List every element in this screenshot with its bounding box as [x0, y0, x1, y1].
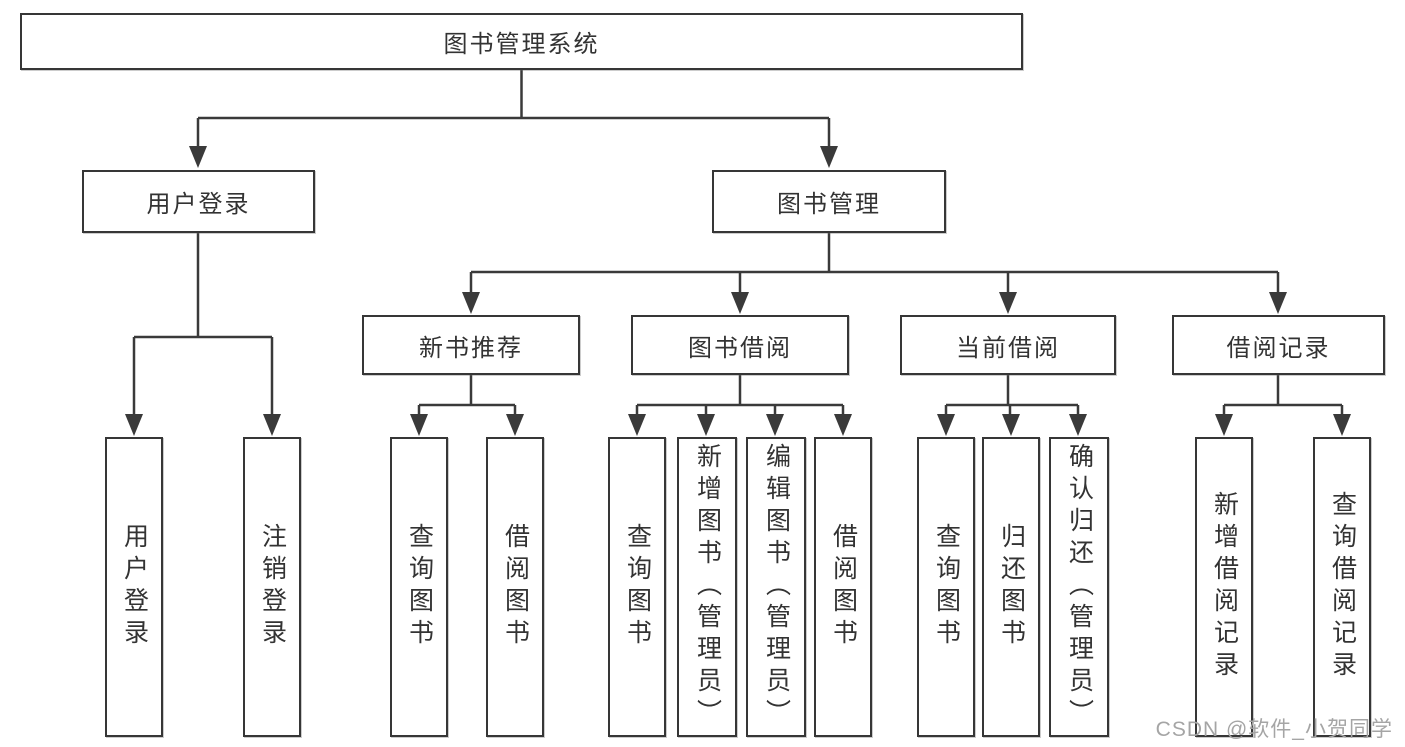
edges-borrow-records: [1215, 375, 1351, 436]
node-borrow-records-label: 借阅记录: [1226, 334, 1331, 362]
node-add-book: 新增图书（管理员）: [677, 437, 737, 737]
node-query-book-1-label: 查询图书: [405, 523, 434, 651]
node-root-label: 图书管理系统: [443, 31, 600, 58]
node-add-borrow-record-label: 新增借阅记录: [1210, 491, 1239, 683]
node-edit-book: 编辑图书（管理员）: [746, 437, 806, 737]
node-book-mgmt: 图书管理: [712, 170, 946, 233]
node-edit-book-label: 编辑图书（管理员）: [762, 443, 791, 731]
edges-user-login: [125, 233, 281, 436]
node-book-mgmt-label: 图书管理: [777, 191, 881, 218]
node-borrow-book-2: 借阅图书: [814, 437, 872, 737]
node-user-login: 用户登录: [82, 170, 315, 233]
node-new-book-rec-label: 新书推荐: [419, 334, 523, 362]
node-logout-leaf-label: 注销登录: [258, 523, 287, 651]
edges-root: [189, 70, 838, 168]
node-new-book-rec: 新书推荐: [362, 315, 580, 375]
node-current-borrow: 当前借阅: [900, 315, 1116, 375]
node-book-borrow-label: 图书借阅: [688, 334, 792, 362]
node-query-book-3-label: 查询图书: [932, 523, 961, 651]
edges-current-borrow: [937, 375, 1087, 436]
node-user-login-label: 用户登录: [146, 191, 251, 218]
edges-book-mgmt: [462, 233, 1287, 314]
edges-new-book-rec: [410, 375, 524, 436]
node-query-borrow-record-label: 查询借阅记录: [1328, 491, 1357, 683]
node-confirm-return: 确认归还（管理员）: [1049, 437, 1109, 737]
node-borrow-book-1-label: 借阅图书: [501, 523, 530, 651]
node-root: 图书管理系统: [20, 13, 1023, 70]
node-query-book-2: 查询图书: [608, 437, 666, 737]
node-book-borrow: 图书借阅: [631, 315, 849, 375]
edges-book-borrow: [628, 375, 852, 436]
node-query-book-2-label: 查询图书: [623, 523, 652, 651]
node-return-book: 归还图书: [982, 437, 1040, 737]
node-query-book-1: 查询图书: [390, 437, 448, 737]
csdn-watermark: CSDN @软件_小贺同学: [1155, 718, 1393, 741]
node-confirm-return-label: 确认归还（管理员）: [1065, 443, 1094, 731]
node-logout-leaf: 注销登录: [243, 437, 301, 737]
node-user-login-leaf: 用户登录: [105, 437, 163, 737]
node-add-book-label: 新增图书（管理员）: [693, 443, 722, 731]
node-return-book-label: 归还图书: [997, 523, 1026, 651]
node-query-book-3: 查询图书: [917, 437, 975, 737]
node-borrow-book-2-label: 借阅图书: [829, 523, 858, 651]
node-current-borrow-label: 当前借阅: [956, 334, 1060, 362]
node-borrow-records: 借阅记录: [1172, 315, 1385, 375]
node-borrow-book-1: 借阅图书: [486, 437, 544, 737]
node-user-login-leaf-label: 用户登录: [120, 523, 149, 651]
node-add-borrow-record: 新增借阅记录: [1195, 437, 1253, 737]
node-query-borrow-record: 查询借阅记录: [1313, 437, 1371, 737]
